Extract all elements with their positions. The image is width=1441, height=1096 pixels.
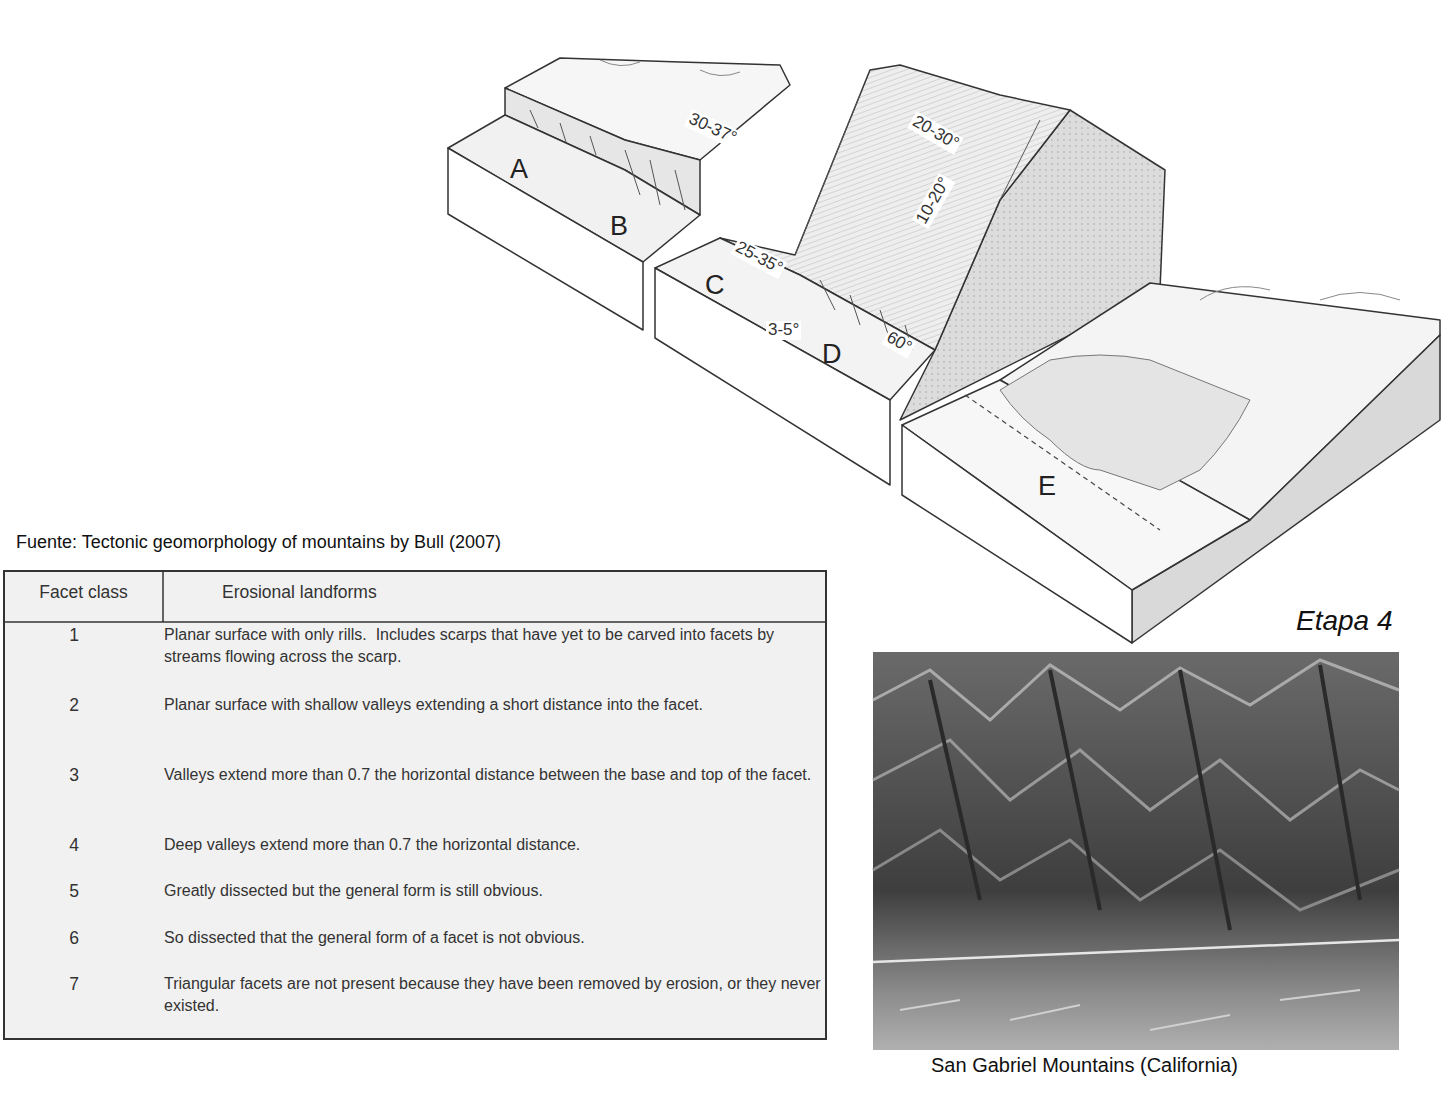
block-three [902, 283, 1440, 643]
table-header: Erosional landforms [222, 581, 377, 605]
photo-caption: San Gabriel Mountains (California) [931, 1052, 1238, 1078]
table-cell: Valleys extend more than 0.7 the horizon… [164, 764, 824, 786]
table-cell: Deep valleys extend more than 0.7 the ho… [164, 834, 824, 856]
table-cell: 1 [4, 624, 144, 648]
table-cell: Planar surface with shallow valleys exte… [164, 694, 824, 716]
table-header: Facet class [4, 581, 163, 605]
block-letter: B [610, 213, 628, 240]
table-cell: 3 [4, 764, 144, 788]
table-cell: Triangular facets are not present becaus… [164, 973, 824, 1016]
block-letter: A [510, 156, 528, 183]
block-letter: D [822, 341, 842, 368]
table-cell: So dissected that the general form of a … [164, 927, 824, 949]
stage-label: Etapa 4 [1296, 603, 1393, 639]
table-cell: 4 [4, 834, 144, 858]
source-note: Fuente: Tectonic geomorphology of mounta… [16, 531, 501, 554]
photo [873, 652, 1399, 1050]
block-letter: E [1038, 473, 1056, 500]
table-cell: 7 [4, 973, 144, 997]
block-letter: C [705, 272, 725, 299]
table-cell: Planar surface with only rills. Includes… [164, 624, 824, 667]
table-cell: 6 [4, 927, 144, 951]
table-cell: 5 [4, 880, 144, 904]
angle-label: 3-5° [766, 321, 801, 340]
table-cell: 2 [4, 694, 144, 718]
table-cell: Greatly dissected but the general form i… [164, 880, 824, 902]
table-grid [4, 571, 826, 1039]
